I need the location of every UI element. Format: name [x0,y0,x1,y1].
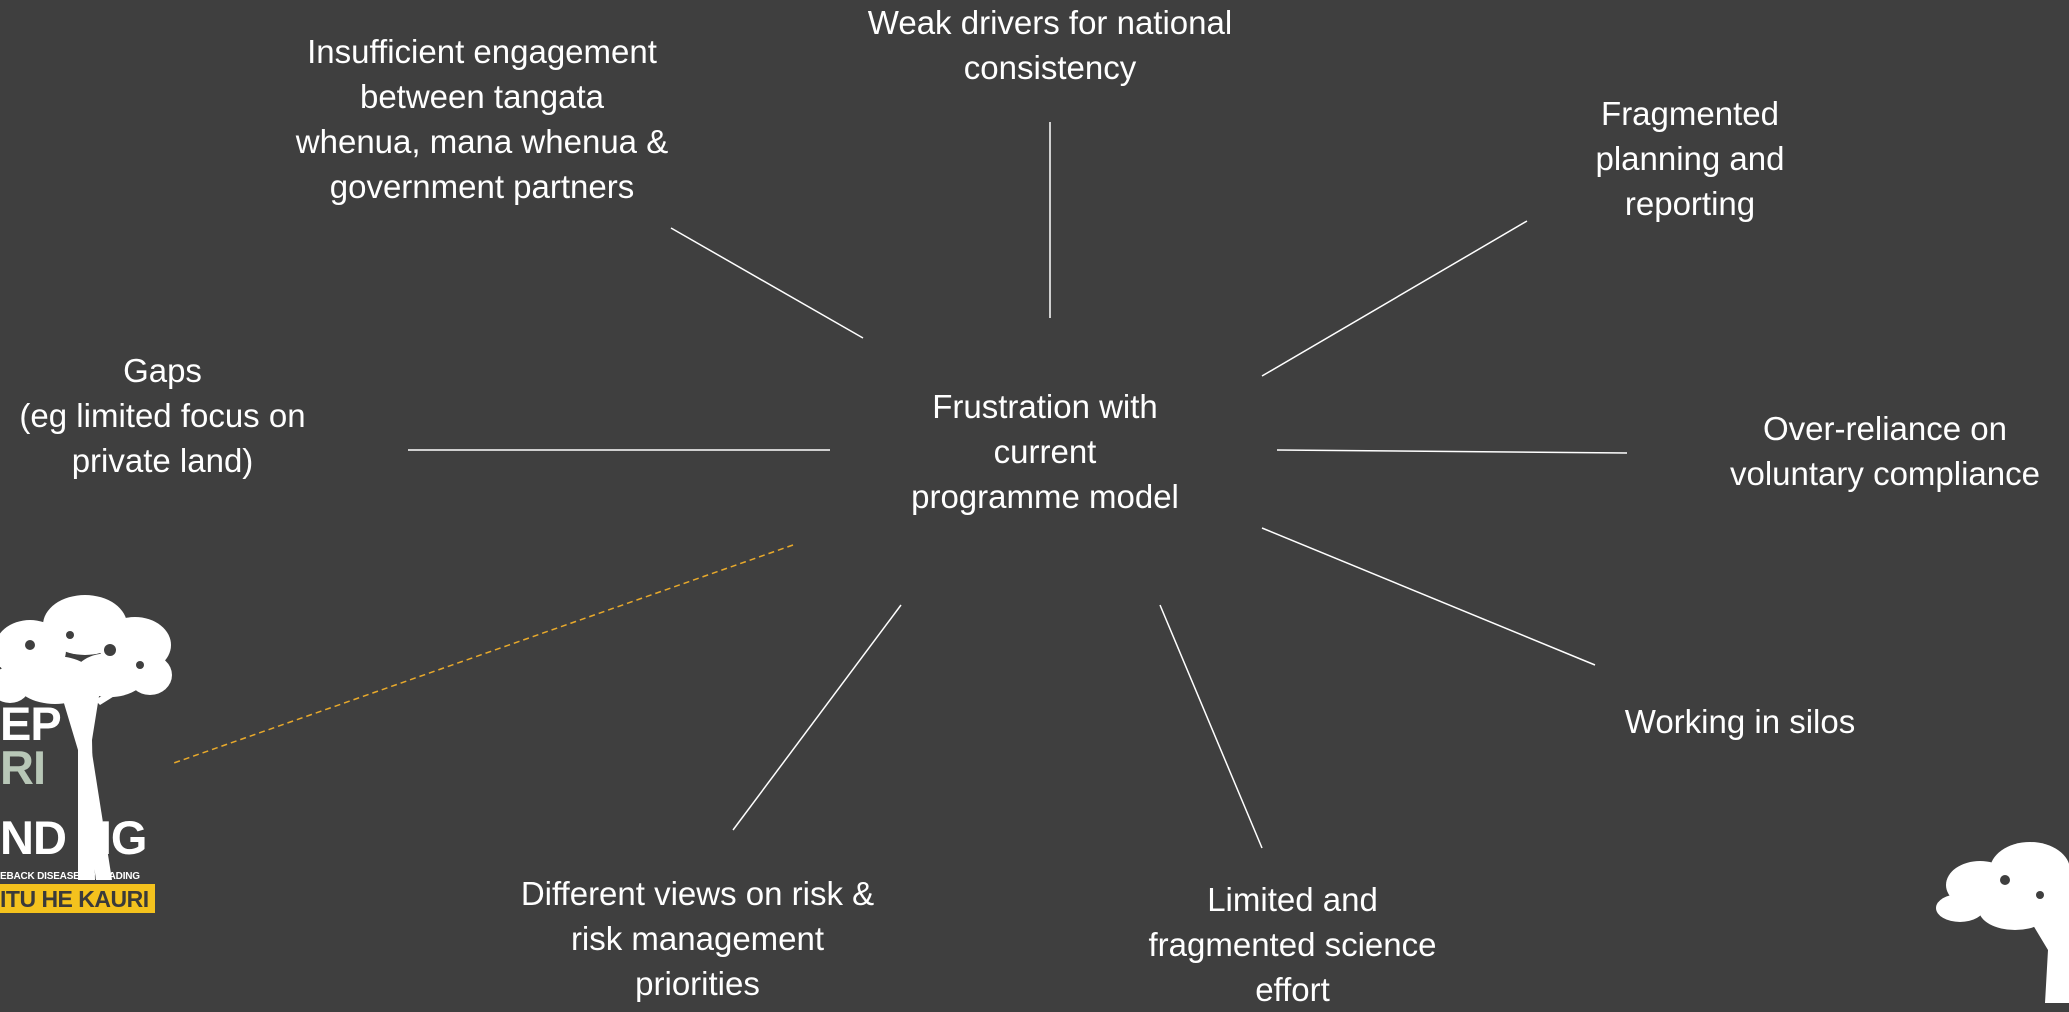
spoke-line-insufficient-engagement [670,227,864,339]
spoke-label-limited-science: Limited and fragmented science effort [1148,881,1437,1008]
logo-band-text: ITU HE KAURI [0,886,149,912]
spoke-line-different-views [732,604,902,831]
logo-word-2: RI [0,741,46,794]
spoke-label-different-views: Different views on risk & risk managemen… [520,875,875,1002]
dashed-connector-line [170,544,794,765]
logo-word-3: ND NG [0,811,147,864]
logo-band: ITU HE KAURI [0,884,155,913]
spoke-line-over-reliance [1276,449,1628,454]
spoke-line-fragmented-planning [1261,220,1528,377]
spoke-line-limited-science [1159,604,1263,849]
spoke-label-fragmented-planning: Fragmented planning and reporting [1595,95,1785,222]
kauri-tree-corner-icon [1930,840,2069,1003]
center-node-label: Frustration with current programme model [911,388,1179,515]
spoke-label-weak-drivers: Weak drivers for national consistency [867,4,1233,86]
logo-tagline: EBACK DISEASE SPREADING [0,871,140,882]
logo-word-1: EP [0,697,62,750]
spoke-label-working-in-silos: Working in silos [1624,703,1856,740]
kauri-tree-icon [0,595,172,880]
spoke-label-insufficient-engagement: Insufficient engagement between tangata … [295,33,669,205]
spoke-label-over-reliance: Over-reliance on voluntary compliance [1730,410,2040,492]
spoke-label-gaps: Gaps (eg limited focus on private land) [19,352,306,479]
spoke-line-working-in-silos [1261,527,1596,666]
keep-kauri-standing-logo: EP RI ND NG EBACK DISEASE SPREADING ITU … [0,590,175,920]
